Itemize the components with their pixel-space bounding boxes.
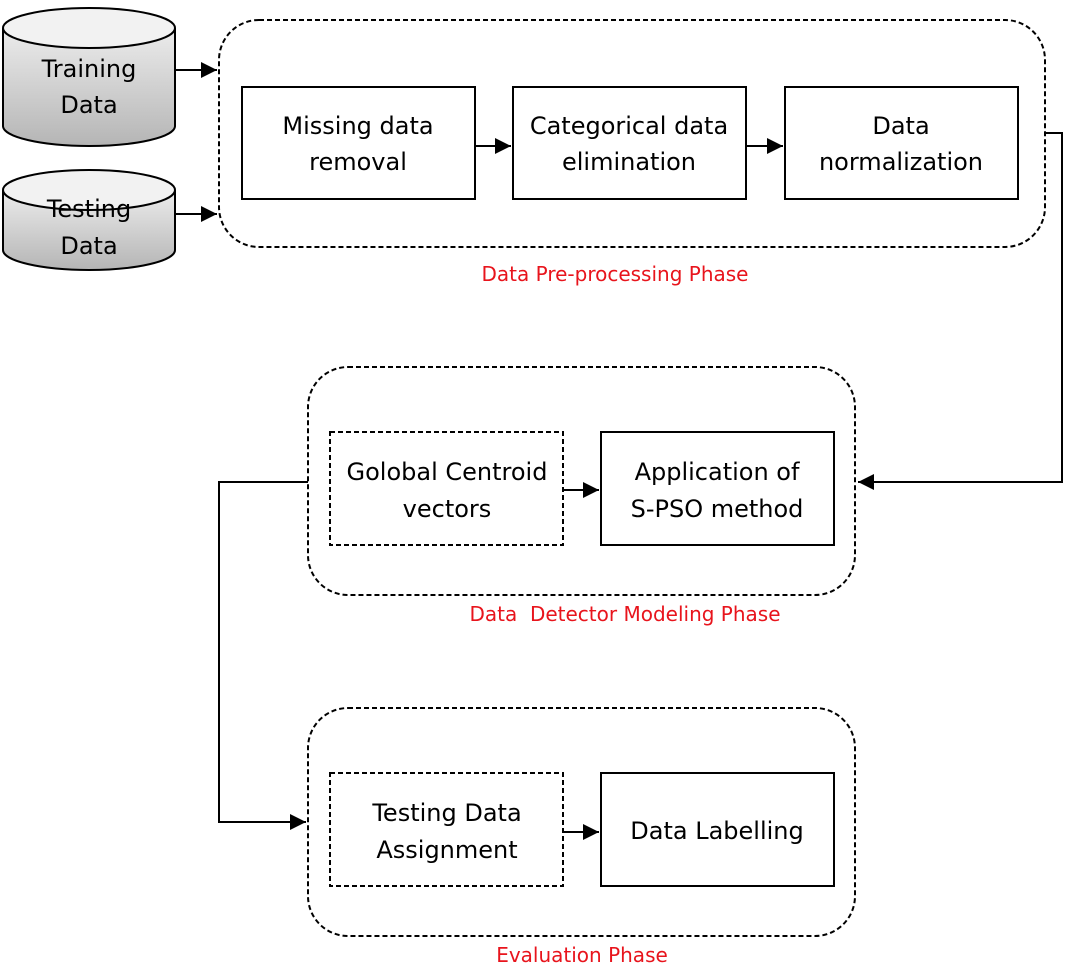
missing-data-removal-box: Missing data removal [241, 86, 476, 200]
preprocessing-phase-label: Data Pre-processing Phase [482, 262, 749, 286]
training-data-label-line2: Data [60, 91, 117, 119]
missing-data-line1: Missing data [282, 112, 433, 140]
training-data-cylinder: Training Data [1, 7, 176, 147]
spso-line2: S-PSO method [631, 495, 804, 523]
modeling-to-evaluation-connector [218, 481, 308, 830]
data-normalization-box: Data normalization [784, 86, 1019, 200]
categorical-data-line2: elimination [562, 148, 696, 176]
spso-method-box: Application of S-PSO method [600, 431, 835, 546]
centroid-line1: Golobal Centroid [347, 458, 548, 486]
categorical-data-elimination-box: Categorical data elimination [512, 86, 747, 200]
global-centroid-vectors-box: Golobal Centroid vectors [329, 431, 564, 546]
testing-data-cylinder: Testing Data [1, 169, 176, 271]
testing-data-label-line2: Data [60, 232, 117, 260]
labelling-line1: Data Labelling [630, 817, 803, 845]
preprocessing-to-modeling-connector [858, 132, 1063, 490]
testing-data-assignment-box: Testing Data Assignment [329, 772, 564, 887]
categorical-data-line1: Categorical data [530, 112, 728, 140]
normalization-line1: Data [872, 112, 929, 140]
data-labelling-box: Data Labelling [600, 772, 835, 887]
modeling-phase-label: Data Detector Modeling Phase [469, 602, 780, 626]
spso-line1: Application of [635, 458, 800, 486]
training-data-label-line1: Training [41, 55, 137, 83]
normalization-line2: normalization [819, 148, 983, 176]
assignment-line1: Testing Data [371, 799, 521, 827]
evaluation-phase-container [307, 707, 856, 937]
testing-data-label-line1: Testing [46, 195, 131, 223]
missing-data-line2: removal [309, 148, 407, 176]
assignment-line2: Assignment [376, 836, 517, 864]
centroid-line2: vectors [403, 495, 492, 523]
evaluation-phase-label: Evaluation Phase [496, 943, 668, 967]
